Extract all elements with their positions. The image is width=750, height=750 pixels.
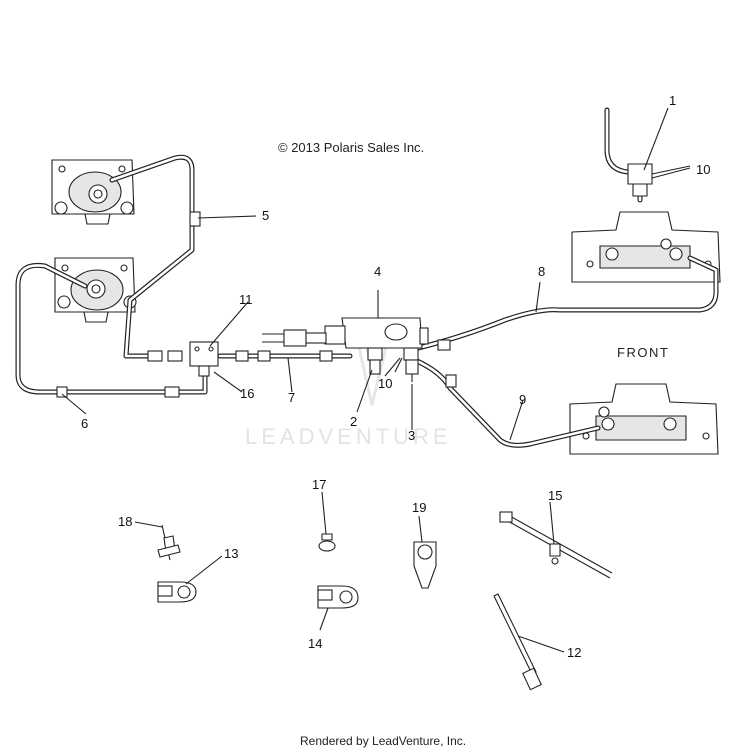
callout-5: 5 [262,208,269,223]
line-1-fitting [627,163,653,197]
callout-13: 13 [224,546,238,561]
brake-line-5 [109,154,195,359]
callout-4: 4 [374,264,381,279]
brake-line-8 [407,255,719,353]
clamp-13 [157,581,197,603]
callout-14: 14 [308,636,322,651]
callout-18: 18 [118,514,132,529]
callout-2: 2 [350,414,357,429]
brake-switch-3 [405,359,419,382]
brake-line-9 [407,355,601,448]
callout-16: 16 [240,386,254,401]
screw-17 [318,533,336,552]
callout-12: 12 [567,645,581,660]
master-cylinder [262,317,429,361]
callout-11: 11 [239,292,253,307]
callout-7: 7 [288,390,295,405]
mount-19 [413,541,437,589]
callout-8: 8 [538,264,545,279]
footer-text: Rendered by LeadVenture, Inc. [300,734,466,748]
callout-10-mid: 10 [378,376,392,391]
watermark: LEADVENTURE [245,424,452,449]
callout-15: 15 [548,488,562,503]
callout-6: 6 [81,416,88,431]
brake-switch-2 [369,359,381,375]
front-label: FRONT [617,345,669,360]
rivet-18 [157,524,181,561]
callout-9: 9 [519,392,526,407]
rear-caliper-lower [54,257,137,323]
cable-tie-12 [493,593,542,691]
front-caliper-upper [571,211,721,283]
callout-10-top: 10 [696,162,710,177]
callout-17: 17 [312,477,326,492]
callout-3: 3 [408,428,415,443]
callout-1: 1 [669,93,676,108]
cable-tie-15 [499,511,613,579]
tee-block [189,341,219,377]
brake-line-6 [15,262,208,395]
clamp-14 [317,585,359,609]
callout-19: 19 [412,500,426,515]
front-caliper-lower [569,383,719,455]
line-fittings [56,211,457,398]
rear-caliper-upper [51,159,135,225]
copyright-text: © 2013 Polaris Sales Inc. [278,140,424,155]
leader-lines [61,107,691,653]
